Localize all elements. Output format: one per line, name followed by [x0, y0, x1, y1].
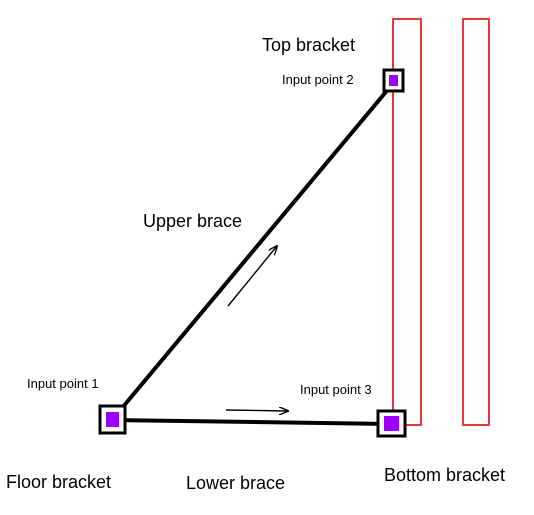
- input-point-1-label: Input point 1: [27, 376, 99, 391]
- floor-bracket-label: Floor bracket: [6, 472, 112, 492]
- upper-brace-label: Upper brace: [143, 211, 243, 231]
- input-point-2-label: Input point 2: [282, 72, 354, 87]
- bottom-bracket-label: Bottom bracket: [384, 465, 506, 485]
- upper-brace-direction-arrow: [227, 246, 277, 307]
- left-rail: [392, 18, 422, 426]
- lower-brace-line: [110, 418, 394, 426]
- lower-brace-direction-arrow: [225, 410, 288, 411]
- right-rail: [462, 18, 490, 426]
- input-point-1-marker: [98, 404, 127, 435]
- input-point-2-marker: [382, 68, 405, 93]
- lower-brace-label: Lower brace: [186, 473, 286, 493]
- top-bracket-label: Top bracket: [262, 35, 356, 55]
- upper-brace-line: [110, 79, 397, 422]
- input-point-3-marker: [376, 409, 407, 438]
- input-point-3-label: Input point 3: [300, 382, 372, 397]
